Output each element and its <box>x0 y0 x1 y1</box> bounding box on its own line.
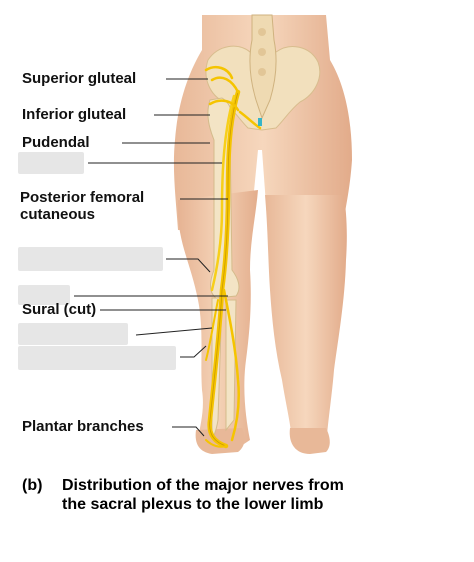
leader-blank-5 <box>180 345 207 358</box>
label-pudendal: Pudendal <box>22 134 90 151</box>
caption-line-2: the sacral plexus to the lower limb <box>62 496 324 513</box>
blank-label-2[interactable] <box>18 247 163 271</box>
label-posterior-femoral-line1: Posterior femoral <box>20 189 145 206</box>
blank-label-5[interactable] <box>18 346 176 370</box>
leader-blank-4 <box>135 327 213 336</box>
blank-label-1[interactable] <box>18 152 84 174</box>
coccyx-marker <box>258 118 262 126</box>
label-superior-gluteal: Superior gluteal <box>22 70 137 87</box>
fibula-bone <box>225 299 237 432</box>
vertebra <box>258 28 266 36</box>
blank-label-4[interactable] <box>18 323 128 345</box>
label-inferior-gluteal: Inferior gluteal <box>22 106 127 123</box>
caption-letter: (b) <box>22 477 43 494</box>
label-posterior-femoral-line2: cutaneous <box>20 206 96 223</box>
right-leg <box>265 195 347 450</box>
right-heel <box>289 428 330 454</box>
blank-label-3[interactable] <box>18 285 70 305</box>
posterior-femoral-cutaneous-nerve <box>210 94 236 292</box>
leader-lines <box>74 78 228 437</box>
leader-plantar <box>172 426 205 437</box>
inferior-gluteal-nerve <box>208 99 240 112</box>
caption-line-1: Distribution of the major nerves from <box>62 477 344 494</box>
pudendal-nerve <box>238 110 262 130</box>
vertebra <box>258 68 266 76</box>
vertebra <box>258 48 266 56</box>
leader-blank-2 <box>166 258 211 273</box>
sural-nerve <box>205 299 219 361</box>
label-plantar-branches: Plantar branches <box>22 418 144 435</box>
plantar-branch-nerve <box>205 439 227 448</box>
superior-gluteal-nerve <box>204 66 240 94</box>
nerve-network <box>204 66 262 449</box>
label-sural-cut: Sural (cut) <box>22 301 97 318</box>
sacrum-bone <box>249 14 277 120</box>
tibial-branch <box>222 288 240 442</box>
